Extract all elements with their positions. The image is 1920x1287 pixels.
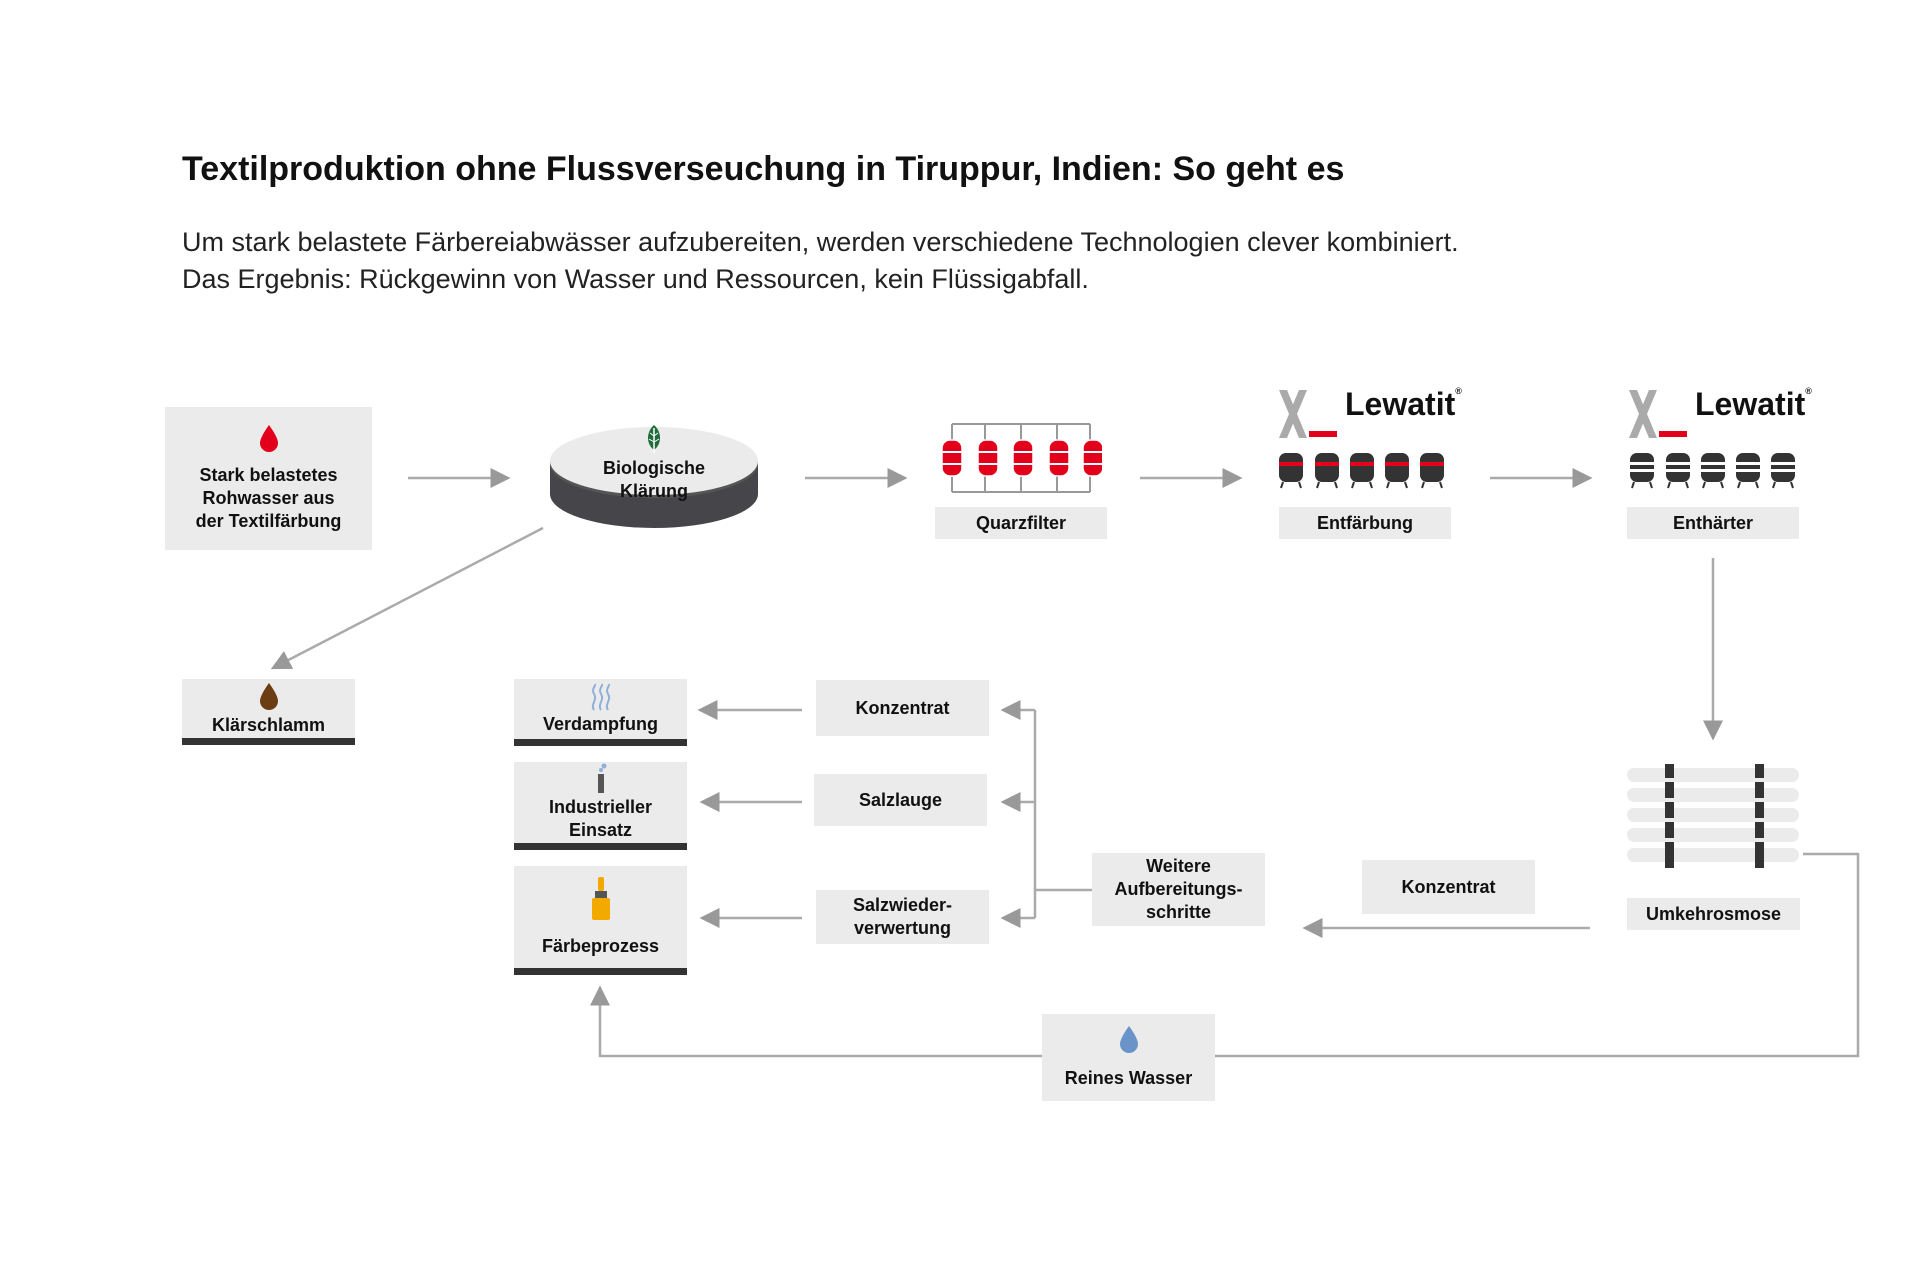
node-further-treatment-label: Weitere Aufbereitungs- schritte <box>1114 856 1243 922</box>
x-brand-mark-icon <box>1279 390 1337 438</box>
x-brand-mark-icon <box>1629 390 1687 438</box>
node-reverse-osmosis-label: Umkehrosmose <box>1645 903 1782 924</box>
node-softener-label: Enthärter <box>1672 512 1753 533</box>
subtitle-line-1: Um stark belastete Färbereiabwässer aufz… <box>182 227 1459 257</box>
node-reverse-osmosis: Umkehrosmose <box>1627 898 1800 930</box>
red-drop-icon <box>259 425 278 452</box>
page-title: Textilproduktion ohne Flussverseuchung i… <box>182 150 1345 188</box>
node-sand-filter: Quarzfilter <box>935 507 1107 539</box>
node-concentrate-left-label: Konzentrat <box>855 697 950 718</box>
lewatit-logo-2: Lewatit® <box>1627 386 1812 440</box>
node-salt-recovery: Salzwieder- verwertung <box>816 890 989 944</box>
node-biological-label: Biologische Klärung <box>602 458 705 501</box>
node-salt-recovery-label: Salzwieder- verwertung <box>852 895 953 938</box>
node-brine: Salzlauge <box>814 774 987 826</box>
node-concentrate-right-label: Konzentrat <box>1401 876 1496 897</box>
node-evaporation: Verdampfung <box>514 679 687 746</box>
leaf-icon <box>648 425 660 453</box>
node-industrial-use-label: Industrieller Einsatz <box>548 797 653 840</box>
arrow-bio-to-sludge <box>270 526 544 670</box>
subtitle-line-2: Das Ergebnis: Rückgewinn von Wasser und … <box>182 264 1089 294</box>
ion-exchanger-tanks-1 <box>1279 453 1444 489</box>
node-raw-wastewater: Stark belastetes Rohwasser aus der Texti… <box>165 407 372 550</box>
node-dyeing-process-label: Färbeprozess <box>541 935 660 956</box>
blue-drop-icon <box>1119 1026 1138 1053</box>
line-ro-to-pure-water <box>1215 852 1860 1058</box>
page-subtitle: Um stark belastete Färbereiabwässer aufz… <box>182 224 1459 298</box>
sand-filter-graphic <box>941 423 1102 493</box>
node-concentrate-right: Konzentrat <box>1362 860 1535 914</box>
node-softener: Enthärter <box>1627 507 1799 539</box>
factory-chimney-icon <box>597 763 606 793</box>
node-sand-filter-label: Quarzfilter <box>975 512 1067 533</box>
node-decolorization: Entfärbung <box>1279 507 1451 539</box>
node-pure-water: Reines Wasser <box>1042 1014 1215 1101</box>
steam-icon <box>591 683 610 711</box>
node-industrial-use: Industrieller Einsatz <box>514 762 687 850</box>
node-concentrate-left: Konzentrat <box>816 680 989 736</box>
node-further-treatment: Weitere Aufbereitungs- schritte <box>1092 853 1265 926</box>
lewatit-word-2: Lewatit® <box>1695 386 1812 422</box>
node-sewage-sludge-label: Klärschlamm <box>211 715 326 735</box>
node-pure-water-label: Reines Wasser <box>1064 1068 1193 1088</box>
node-decolorization-label: Entfärbung <box>1317 512 1413 533</box>
arrow-pure-water-to-farbe <box>590 985 1042 1058</box>
ion-exchanger-tanks-2 <box>1630 453 1795 489</box>
lewatit-word-1: Lewatit® <box>1345 386 1462 422</box>
biological-treatment-disc <box>550 427 758 528</box>
node-raw-wastewater-label: Stark belastetes Rohwasser aus der Texti… <box>195 465 342 531</box>
lewatit-logo-1: Lewatit® <box>1277 386 1462 440</box>
brown-drop-icon <box>259 683 278 710</box>
reverse-osmosis-graphic <box>1627 764 1799 868</box>
paintbrush-icon <box>591 876 610 920</box>
node-brine-label: Salzlauge <box>858 789 943 810</box>
node-evaporation-label: Verdampfung <box>542 713 658 734</box>
node-dyeing-process: Färbeprozess <box>514 866 687 975</box>
node-sewage-sludge: Klärschlamm <box>182 679 355 745</box>
